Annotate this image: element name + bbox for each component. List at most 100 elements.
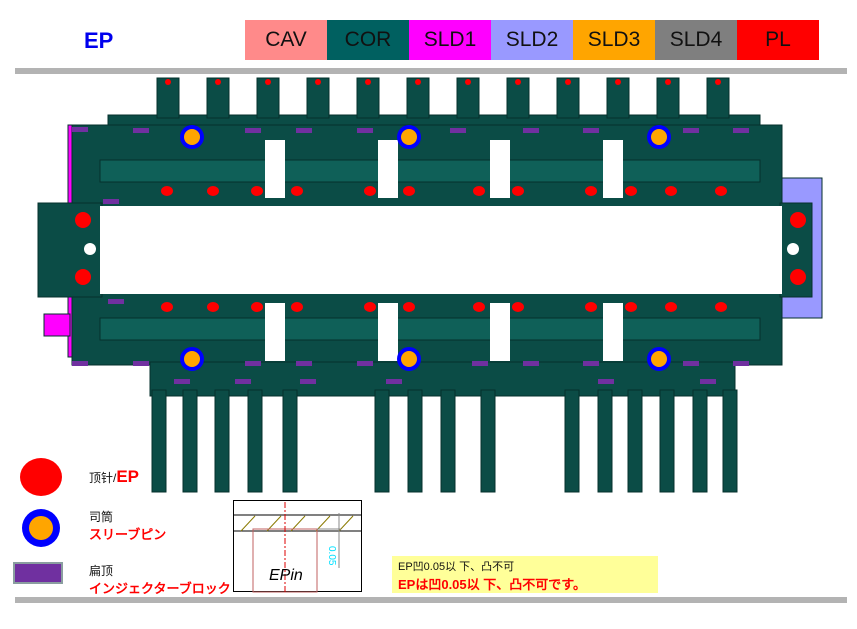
ep-pin — [207, 186, 219, 196]
top-rib — [256, 77, 280, 119]
injector-block — [103, 199, 119, 204]
sleeve-pin-core — [651, 351, 667, 367]
bottom-rib — [564, 389, 580, 493]
slot — [603, 140, 623, 198]
bottom-rib — [151, 389, 167, 493]
ep-pin — [365, 79, 371, 85]
slot — [378, 140, 398, 198]
ep-pin — [585, 186, 597, 196]
legend-sld3: SLD3 — [573, 20, 655, 60]
ep-pin — [790, 212, 806, 228]
detail-dimension: 0.05 — [326, 546, 337, 566]
injector-block — [235, 379, 251, 384]
bottom-rib — [182, 389, 198, 493]
ep-pin — [585, 302, 597, 312]
legend-pl: PL — [737, 20, 819, 60]
top-divider — [15, 68, 847, 74]
slot — [378, 303, 398, 361]
top-rib — [406, 77, 430, 119]
legend-injector-cn: 扁顶 — [89, 564, 114, 578]
top-rib — [706, 77, 730, 119]
ep-pin — [161, 302, 173, 312]
ep-pin — [251, 186, 263, 196]
injector-block — [733, 361, 749, 366]
injector-block — [386, 379, 402, 384]
ep-pin — [625, 186, 637, 196]
ep-pin — [364, 186, 376, 196]
legend-sleeve-jp: スリーブピン — [89, 527, 167, 542]
bottom-rib — [282, 389, 298, 493]
ep-pin — [291, 302, 303, 312]
bottom-rib — [722, 389, 738, 493]
slot — [490, 140, 510, 198]
slot — [265, 303, 285, 361]
bottom-rib — [692, 389, 708, 493]
sleeve-pin-core — [401, 129, 417, 145]
injector-block — [683, 128, 699, 133]
slot — [265, 140, 285, 198]
top-rib — [156, 77, 180, 119]
legend-ep-red: EP — [116, 467, 140, 486]
guide-hole — [787, 243, 799, 255]
ep-symbol-icon — [20, 458, 62, 496]
injector-block — [523, 361, 539, 366]
ep-pin — [473, 302, 485, 312]
ep-pin — [790, 269, 806, 285]
ep-pin — [75, 212, 91, 228]
center-window — [100, 206, 782, 294]
ep-pin — [665, 186, 677, 196]
injector-block-symbol-icon — [13, 562, 63, 584]
bottom-rib — [440, 389, 456, 493]
injector-block — [733, 128, 749, 133]
ep-pin — [512, 302, 524, 312]
symbol-legend-icons — [13, 458, 63, 584]
injector-block — [296, 128, 312, 133]
ep-pin — [291, 186, 303, 196]
sleeve-pin-core — [651, 129, 667, 145]
top-rib — [656, 77, 680, 119]
legend-ep-cn: 顶针/ — [89, 471, 117, 485]
ep-pin — [715, 302, 727, 312]
ep-pin — [165, 79, 171, 85]
legend-sld4: SLD4 — [655, 20, 737, 60]
ep-pin — [473, 186, 485, 196]
ep-pin — [207, 302, 219, 312]
injector-block — [472, 361, 488, 366]
injector-block — [450, 128, 466, 133]
top-rib — [506, 77, 530, 119]
ep-pin — [75, 269, 91, 285]
ep-pin — [715, 79, 721, 85]
injector-block — [523, 128, 539, 133]
ep-pin — [615, 79, 621, 85]
ep-pin — [512, 186, 524, 196]
injector-block — [72, 127, 88, 132]
ep-pin — [415, 79, 421, 85]
ep-pin — [565, 79, 571, 85]
bottom-rib — [214, 389, 230, 493]
top-rib — [606, 77, 630, 119]
injector-block — [357, 128, 373, 133]
injector-block — [296, 361, 312, 366]
legend-cav: CAV — [245, 20, 327, 60]
slot — [490, 303, 510, 361]
page-title: EP — [84, 28, 114, 53]
bottom-rib — [407, 389, 423, 493]
guide-hole — [84, 243, 96, 255]
ep-pin — [403, 186, 415, 196]
bottom-divider — [15, 597, 847, 603]
ep-pin — [215, 79, 221, 85]
injector-block — [174, 379, 190, 384]
ep-pin — [364, 302, 376, 312]
injector-block — [598, 379, 614, 384]
ep-pin — [403, 302, 415, 312]
top-rib — [206, 77, 230, 119]
legend-sld1: SLD1 — [409, 20, 491, 60]
sleeve-pin-core — [184, 351, 200, 367]
detail-label: EPin — [269, 567, 303, 584]
bottom-rib — [247, 389, 263, 493]
ep-pin — [515, 79, 521, 85]
legend-sleeve-cn: 司筒 — [89, 510, 114, 524]
top-rib — [556, 77, 580, 119]
